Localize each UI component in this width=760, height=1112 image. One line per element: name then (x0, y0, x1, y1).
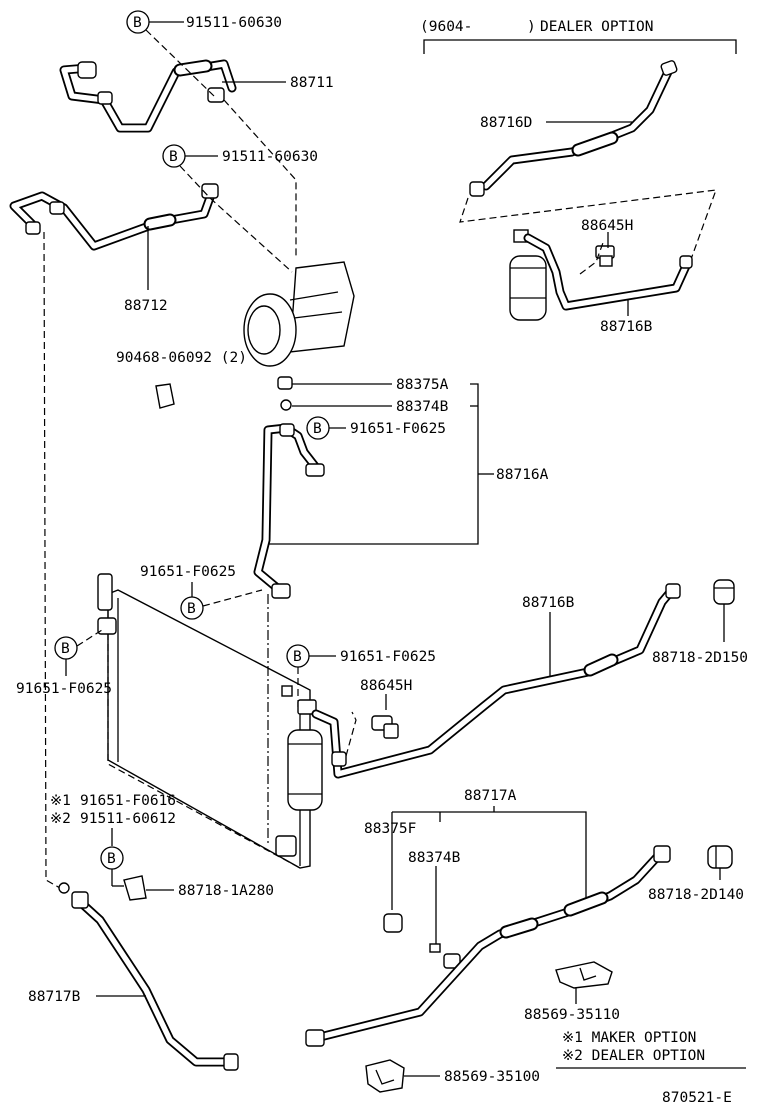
callout-b-symbol: B (107, 851, 116, 867)
legend-maker-option: ※1 MAKER OPTION (562, 1030, 696, 1046)
pipe-88716b-main (311, 583, 681, 779)
clip-90468 (155, 383, 175, 409)
label-88374b-top: 88374B (396, 399, 449, 415)
option-header-code: (9604- (420, 19, 472, 35)
option-legend: ※1 MAKER OPTION ※2 DEALER OPTION (556, 1030, 746, 1069)
label-90468-06092: 90468-06092 (2) (116, 350, 247, 366)
clamp-88569-35110 (555, 961, 613, 989)
label-88645h-opt: 88645H (581, 218, 633, 234)
callout-b-91511-60630-top: B 91511-60630 (126, 10, 282, 97)
label-88375f: 88375F (364, 821, 416, 837)
label-88569-35100: 88569-35100 (444, 1069, 540, 1085)
cap-88718-2d150 (713, 579, 735, 605)
callout-b-symbol: B (169, 149, 178, 165)
label-91511-60630-mid: 91511-60630 (222, 149, 318, 165)
bracket-88718-1a280 (123, 875, 147, 901)
cap-88718-2d140 (707, 845, 733, 869)
label-88718-2d150: 88718-2D150 (652, 650, 748, 666)
bracket-88717a (392, 811, 587, 900)
label-88374b-low: 88374B (408, 850, 461, 866)
drawing-number: 870521-E (662, 1090, 732, 1106)
label-88711: 88711 (290, 75, 334, 91)
label-88716a: 88716A (496, 467, 549, 483)
dash-88711-compressor (223, 99, 297, 258)
callout-b-symbol: B (313, 421, 322, 437)
option-pressure-switch (579, 239, 615, 275)
pipe-88717b (58, 882, 239, 1071)
clamp-88569-35100 (365, 1059, 405, 1093)
option-bracket (423, 39, 737, 54)
callout-b-symbol: B (133, 15, 142, 31)
callout-b-symbol: B (187, 601, 196, 617)
callout-b-91651-f0625-b: 91651-F0625 B (140, 564, 263, 620)
bracket-88716a (268, 383, 479, 545)
callout-b-91511-60630-mid: B 91511-60630 (162, 144, 318, 273)
compressor (243, 261, 355, 367)
label-88645h-main: 88645H (360, 678, 412, 694)
label-91651-f0625-a: 91651-F0625 (350, 421, 446, 437)
receiver-dryer (281, 685, 323, 811)
pipe-88716a (253, 423, 325, 599)
label-91651-f0625-b: 91651-F0625 (140, 564, 236, 580)
pipe-88712 (9, 183, 219, 251)
label-88716b-opt: 88716B (600, 319, 653, 335)
label-88712: 88712 (124, 298, 168, 314)
label-88718-2d140: 88718-2D140 (648, 887, 744, 903)
label-91511-60630-top: 91511-60630 (186, 15, 282, 31)
callout-b-91651-f0625-c: B 91651-F0625 (16, 629, 112, 697)
legend-dealer-option: ※2 DEALER OPTION (562, 1048, 705, 1064)
valve-88374b-low (429, 943, 461, 969)
mark-2: ※2 (50, 811, 71, 827)
option-receiver (509, 229, 693, 321)
label-88375a: 88375A (396, 377, 449, 393)
cap-88375f (383, 913, 403, 933)
callout-b-91651-f0625-a: B 91651-F0625 (306, 416, 446, 440)
dash-88645h (345, 711, 357, 757)
callout-b-symbol: B (61, 641, 70, 657)
dealer-option-box: (9604- ) DEALER OPTION (420, 19, 737, 335)
pipe-88717a (305, 845, 671, 1047)
option-dash-outline (459, 189, 717, 263)
label-88717b: 88717B (28, 989, 81, 1005)
label-91511-60612: 91511-60612 (80, 811, 176, 827)
label-88716d: 88716D (480, 115, 532, 131)
callout-b-symbol: B (293, 649, 302, 665)
label-88716b-main: 88716B (522, 595, 575, 611)
condenser (97, 573, 311, 869)
mark-1: ※1 (50, 793, 71, 809)
callout-b-91651-f0625-d: B 91651-F0625 (286, 644, 436, 708)
dash-88712-88717b (43, 231, 61, 889)
cap-88375a (277, 376, 293, 390)
label-91651-f0625-d: 91651-F0625 (340, 649, 436, 665)
label-91651-f0616: 91651-F0616 (80, 793, 176, 809)
pipe-88716d (469, 60, 678, 197)
callout-b-91651-f0616: B (100, 846, 124, 887)
valve-88374b-top (280, 399, 292, 411)
label-91651-f0625-c: 91651-F0625 (16, 681, 112, 697)
label-88569-35110: 88569-35110 (524, 1007, 620, 1023)
pressure-switch-88645h (371, 715, 399, 739)
option-header-paren: ) (527, 19, 536, 35)
label-88717a: 88717A (464, 788, 517, 804)
option-header-text: DEALER OPTION (540, 19, 654, 35)
pipe-88711 (59, 59, 237, 133)
label-88718-1a280: 88718-1A280 (178, 883, 274, 899)
